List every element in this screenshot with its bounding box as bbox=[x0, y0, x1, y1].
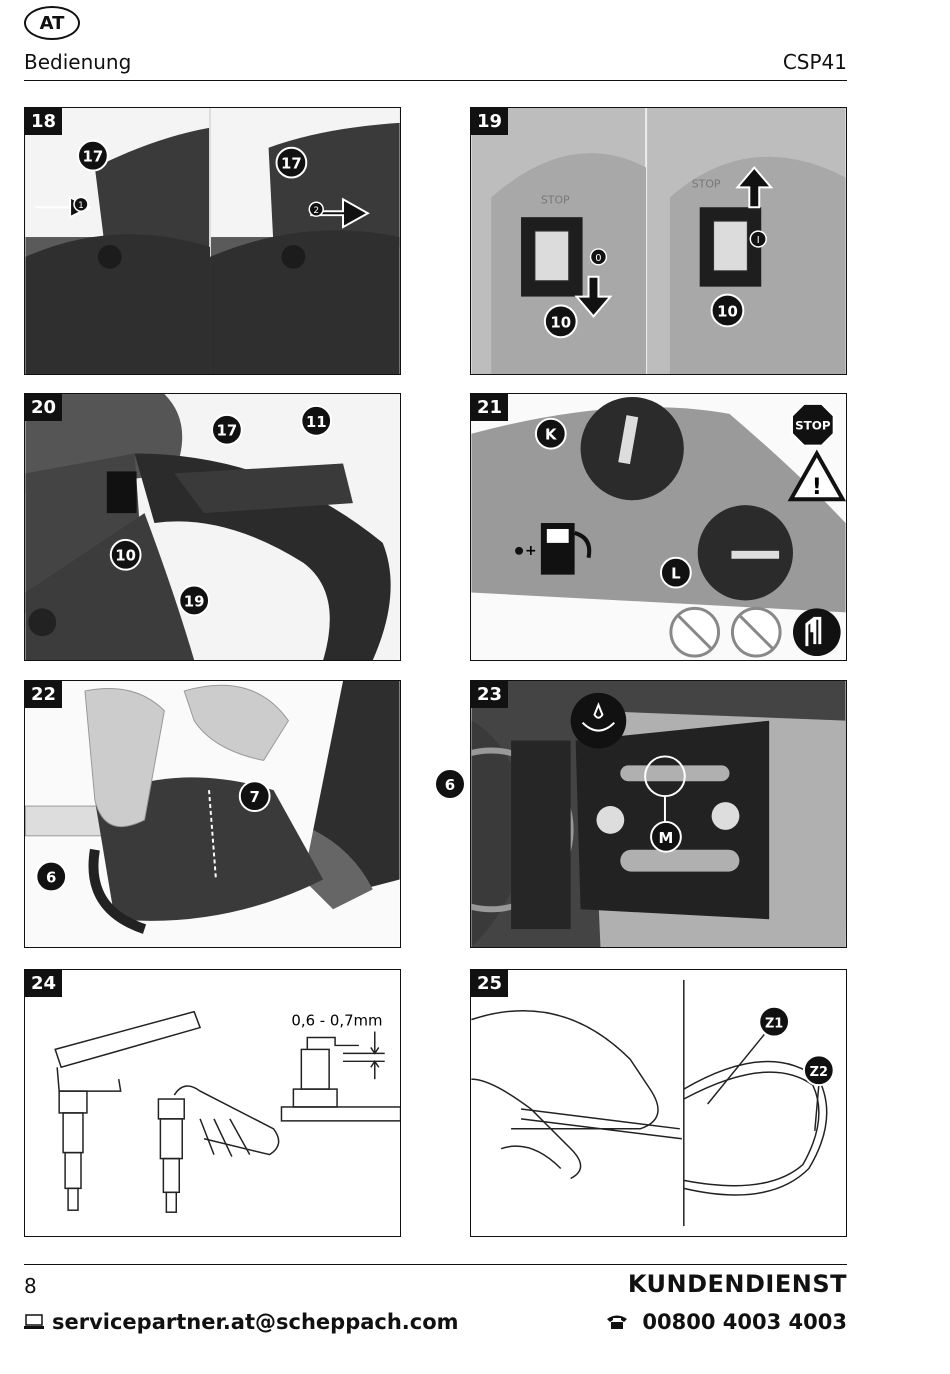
stop-label-right: STOP bbox=[692, 177, 721, 190]
callout-7: 7 bbox=[250, 788, 260, 806]
callout-M: M bbox=[659, 829, 674, 847]
page-number: 8 bbox=[24, 1274, 37, 1298]
section-title: Bedienung bbox=[24, 50, 132, 74]
figure-25: 25 Z1 Z2 bbox=[470, 969, 847, 1237]
svg-text:!: ! bbox=[812, 475, 822, 500]
figure-number: 22 bbox=[25, 681, 63, 708]
callout-2: 2 bbox=[313, 206, 319, 216]
model-name: CSP41 bbox=[782, 50, 847, 74]
figure-21: 21 K L + STOP ! bbox=[470, 393, 847, 661]
figure-number: 23 bbox=[471, 681, 509, 708]
figure-22-illustration: 7 6 bbox=[25, 681, 400, 947]
callout-L: L bbox=[671, 565, 681, 583]
country-badge: AT bbox=[24, 6, 80, 40]
callout-19: 19 bbox=[184, 592, 205, 610]
chain-oil-icon bbox=[570, 692, 627, 749]
stop-sign-icon bbox=[791, 402, 835, 447]
callout-K: K bbox=[545, 426, 557, 444]
callout-Z2: Z2 bbox=[810, 1065, 828, 1080]
stop-label-left: STOP bbox=[541, 193, 570, 206]
figure-19-illustration: STOP STOP 0 I 10 10 bbox=[471, 108, 846, 374]
figure-21-illustration: K L + STOP ! bbox=[471, 394, 846, 660]
figure-19: 19 STOP STOP 0 I 10 10 bbox=[470, 107, 847, 375]
stop-sign-text: STOP bbox=[795, 419, 831, 433]
figure-22: 22 7 6 bbox=[24, 680, 401, 948]
callout-1: 1 bbox=[78, 201, 84, 211]
figure-20-illustration: 17 11 10 19 bbox=[25, 394, 400, 660]
warning-icon bbox=[787, 449, 846, 502]
figure-number: 18 bbox=[25, 108, 63, 135]
header-rule bbox=[24, 80, 847, 81]
service-title: KUNDENDIENST bbox=[627, 1270, 847, 1298]
figure-23: 23 M bbox=[470, 680, 847, 948]
service-email[interactable]: servicepartner.at@scheppach.com bbox=[24, 1310, 459, 1334]
figure-24: 24 0,6 - 0,7mm bbox=[24, 969, 401, 1237]
figure-number: 21 bbox=[471, 394, 509, 421]
callout-10-left: 10 bbox=[550, 313, 571, 331]
gap-measurement: 0,6 - 0,7mm bbox=[291, 1012, 382, 1030]
figure-24-illustration: 0,6 - 0,7mm bbox=[25, 970, 400, 1236]
figure-18: 18 17 17 1 2 bbox=[24, 107, 401, 375]
figure-23-illustration: M bbox=[471, 681, 846, 947]
callout-6: 6 bbox=[46, 868, 56, 886]
figure-20: 20 17 11 10 19 bbox=[24, 393, 401, 661]
figure-number: 24 bbox=[25, 970, 63, 997]
figure-number: 25 bbox=[471, 970, 509, 997]
callout-17-left: 17 bbox=[83, 148, 104, 166]
footer-rule bbox=[24, 1264, 847, 1265]
callout-10: 10 bbox=[115, 547, 136, 565]
callout-0: 0 bbox=[595, 253, 601, 264]
callout-I: I bbox=[757, 235, 760, 246]
figure-25-illustration: Z1 Z2 bbox=[471, 970, 846, 1236]
figure-number: 20 bbox=[25, 394, 63, 421]
computer-icon bbox=[24, 1314, 44, 1329]
callout-11: 11 bbox=[306, 413, 327, 431]
callout-10-right: 10 bbox=[717, 302, 738, 320]
figure-18-illustration: 17 17 1 2 bbox=[25, 108, 400, 374]
svg-text:+: + bbox=[525, 543, 537, 559]
callout-Z1: Z1 bbox=[765, 1017, 783, 1032]
callout-17: 17 bbox=[217, 422, 238, 440]
email-address[interactable]: servicepartner.at@scheppach.com bbox=[52, 1310, 459, 1334]
callout-6: 6 bbox=[445, 776, 455, 794]
service-phone[interactable]: 00800 4003 4003 bbox=[606, 1310, 847, 1334]
figure-23-callout-6: 6 bbox=[434, 768, 466, 800]
gloves-icon bbox=[792, 608, 841, 657]
telephone-icon bbox=[607, 1315, 628, 1329]
callout-17-right: 17 bbox=[281, 155, 302, 173]
phone-number[interactable]: 00800 4003 4003 bbox=[642, 1310, 847, 1334]
figure-number: 19 bbox=[471, 108, 509, 135]
